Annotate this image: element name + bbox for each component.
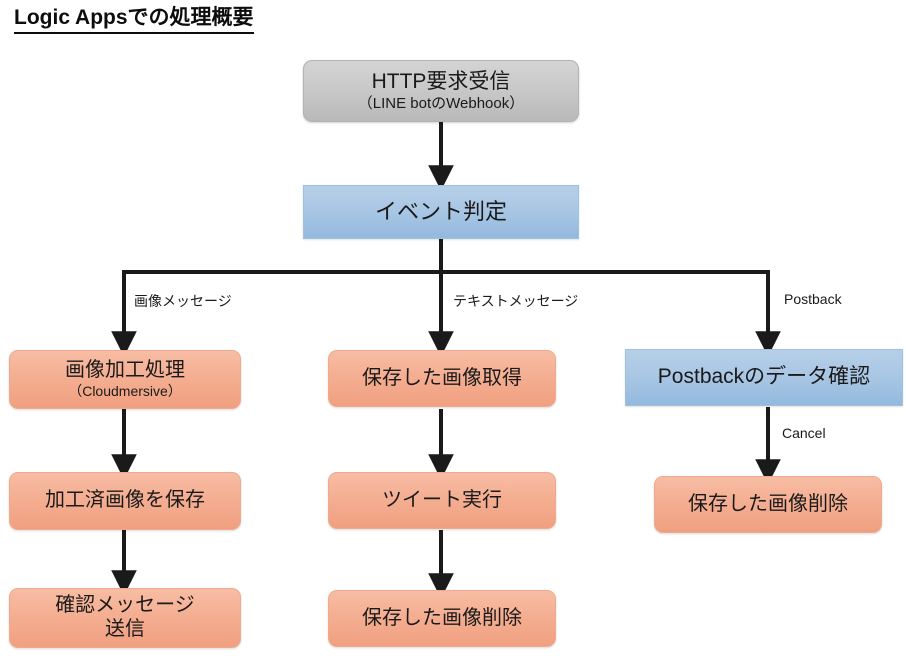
node-delete-saved-image-right-line1: 保存した画像削除: [688, 492, 848, 515]
edge-label-postback: Postback: [784, 291, 842, 307]
node-http-receive-line2: （LINE botのWebhook）: [357, 94, 525, 112]
node-send-confirm-message-line2: 送信: [105, 618, 145, 640]
node-save-processed-image-line1: 加工済画像を保存: [45, 489, 205, 512]
node-run-tweet-line1: ツイート実行: [382, 488, 502, 511]
node-image-process[interactable]: 画像加工処理 （Cloudmersive）: [9, 350, 241, 409]
node-delete-saved-image-middle[interactable]: 保存した画像削除: [328, 590, 556, 647]
node-http-receive[interactable]: HTTP要求受信 （LINE botのWebhook）: [303, 60, 579, 122]
node-event-decision-line1: イベント判定: [374, 199, 507, 225]
edge-label-text-message: テキストメッセージ: [453, 293, 579, 309]
node-delete-saved-image-middle-line1: 保存した画像削除: [362, 606, 522, 629]
node-image-process-line1: 画像加工処理: [65, 359, 185, 382]
page-title: Logic Appsでの処理概要: [14, 5, 254, 35]
edge-label-image-message: 画像メッセージ: [134, 293, 232, 309]
edge-label-cancel: Cancel: [782, 425, 826, 441]
node-event-decision[interactable]: イベント判定: [303, 185, 579, 239]
node-get-saved-image-line1: 保存した画像取得: [362, 366, 522, 389]
node-delete-saved-image-right[interactable]: 保存した画像削除: [654, 476, 882, 533]
node-http-receive-line1: HTTP要求受信: [371, 69, 511, 93]
node-get-saved-image[interactable]: 保存した画像取得: [328, 350, 556, 407]
node-send-confirm-message[interactable]: 確認メッセージ 送信: [9, 588, 241, 648]
node-postback-data-check[interactable]: Postbackのデータ確認: [625, 349, 903, 406]
node-send-confirm-message-line1: 確認メッセージ: [55, 594, 195, 617]
node-postback-data-check-line1: Postbackのデータ確認: [657, 365, 871, 389]
node-save-processed-image[interactable]: 加工済画像を保存: [9, 472, 241, 530]
node-image-process-line2: （Cloudmersive）: [68, 383, 182, 400]
node-run-tweet[interactable]: ツイート実行: [328, 472, 556, 529]
